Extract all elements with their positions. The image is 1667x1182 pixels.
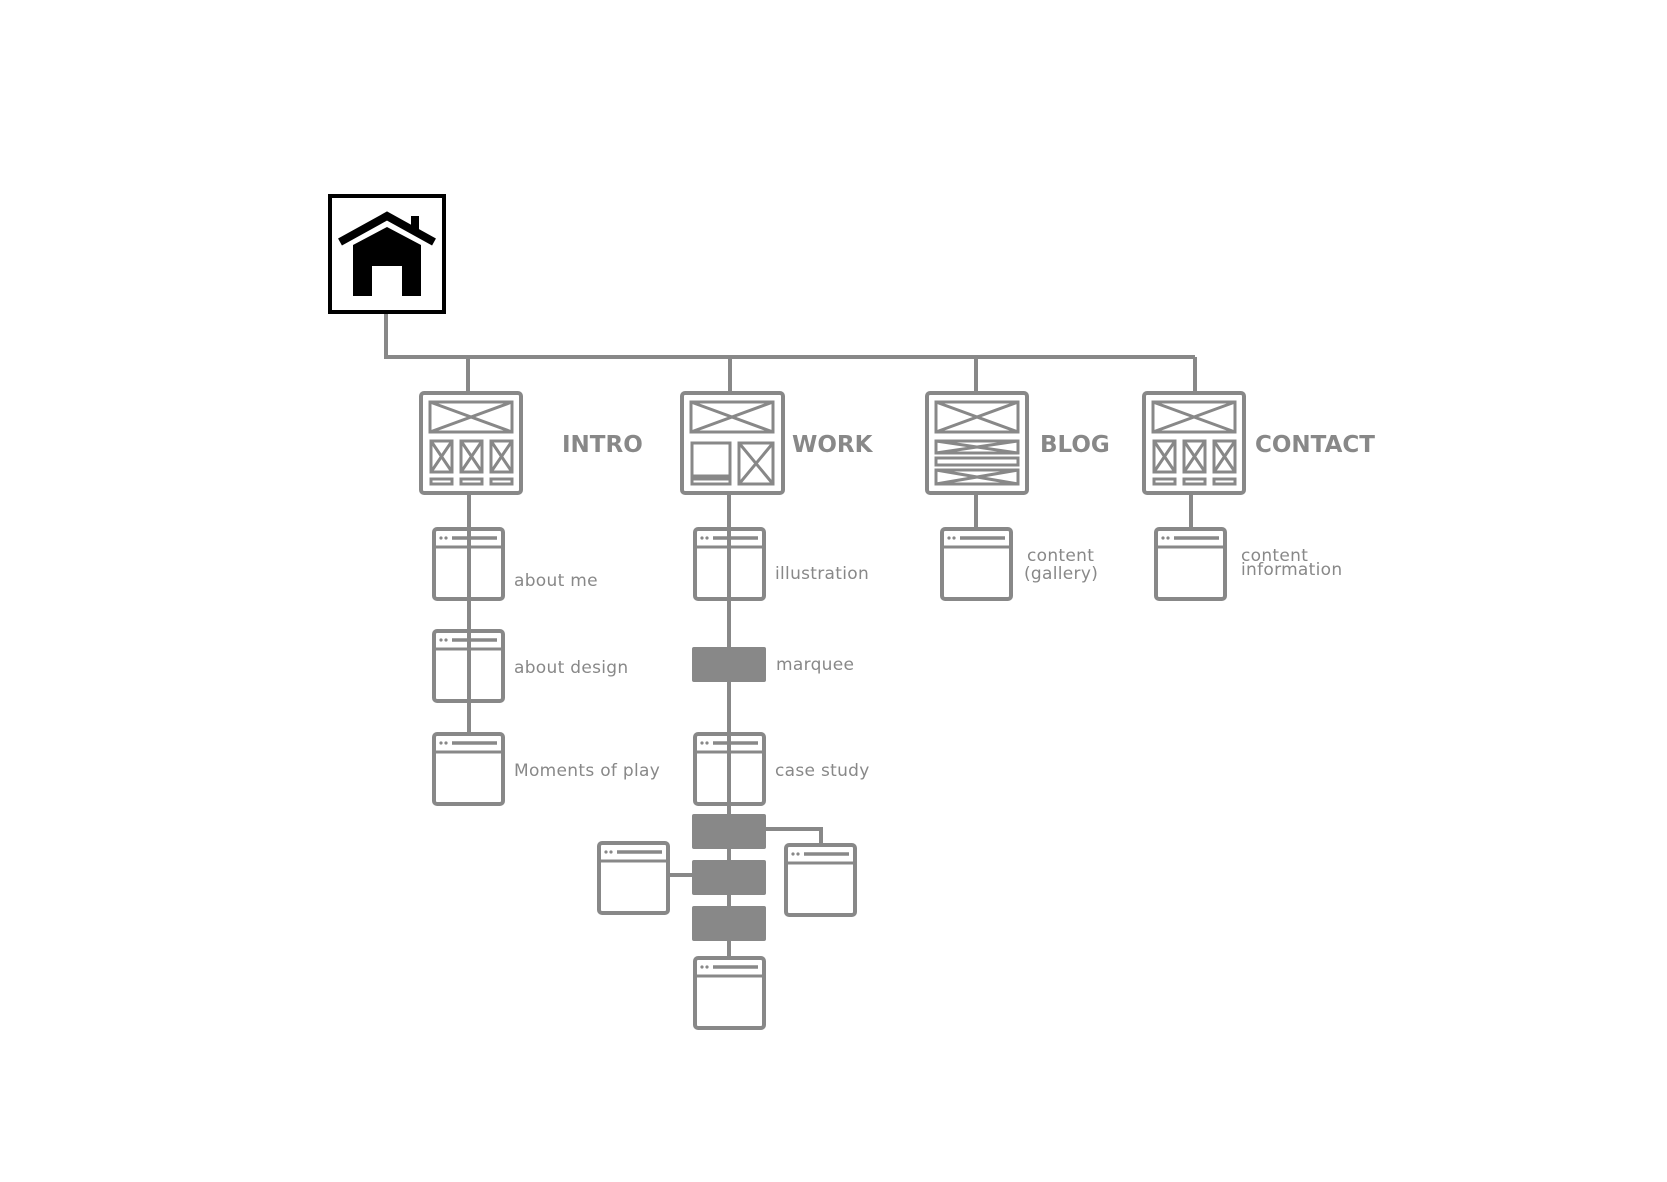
page-about-me[interactable]: about me (432, 527, 598, 601)
browser-window-icon (784, 843, 857, 917)
home-icon (338, 211, 436, 296)
page-about-design[interactable]: about design (432, 629, 628, 703)
page-label-line-2: information (1241, 560, 1342, 580)
page-label: marquee (776, 655, 854, 675)
connector-right-branch (765, 827, 823, 843)
section-title-blog: BLOG (1040, 432, 1110, 458)
work-wireframe-icon (680, 391, 785, 495)
page-unlabeled-bottom[interactable] (693, 956, 766, 1030)
page-label-line-1: content (1027, 546, 1094, 566)
page-content-gallery[interactable]: content (gallery) (940, 527, 1098, 601)
section-intro[interactable]: INTRO about me about design (419, 391, 660, 806)
home-node[interactable] (328, 194, 446, 314)
section-contact[interactable]: CONTACT content information (1142, 391, 1375, 601)
browser-window-icon (1154, 527, 1227, 601)
page-label-line-2: (gallery) (1024, 564, 1098, 584)
section-work[interactable]: WORK illustration marquee case study (597, 391, 874, 1030)
page-unlabeled-right[interactable] (784, 843, 857, 917)
connectors (384, 312, 1197, 958)
page-illustration[interactable]: illustration (693, 527, 869, 601)
browser-window-icon (597, 841, 670, 915)
page-label: about design (514, 658, 628, 678)
page-label: case study (775, 761, 870, 781)
blog-wireframe-icon (925, 391, 1029, 495)
browser-window-icon (940, 527, 1013, 601)
content-block[interactable] (692, 860, 766, 895)
page-label-line-1: content (1241, 546, 1308, 566)
content-block[interactable] (692, 814, 766, 849)
browser-window-icon (432, 629, 505, 703)
browser-window-icon (432, 732, 505, 806)
browser-window-icon (693, 527, 766, 601)
content-block[interactable] (692, 906, 766, 941)
page-label: Moments of play (514, 761, 660, 781)
page-marquee[interactable]: marquee (692, 647, 854, 682)
browser-window-icon (432, 527, 505, 601)
page-unlabeled-left[interactable] (597, 841, 670, 915)
section-blog[interactable]: BLOG content (gallery) (925, 391, 1110, 601)
marquee-block (692, 647, 766, 682)
contact-wireframe-icon (1142, 391, 1246, 495)
browser-window-icon (693, 956, 766, 1030)
browser-window-icon (693, 732, 766, 806)
page-case-study[interactable]: case study (693, 732, 870, 806)
section-title-intro: INTRO (562, 432, 643, 458)
connector-home-trunk (384, 312, 1195, 359)
section-title-work: WORK (792, 432, 874, 458)
section-title-contact: CONTACT (1255, 432, 1375, 458)
page-moments-of-play[interactable]: Moments of play (432, 732, 660, 806)
page-content-information[interactable]: content information (1154, 527, 1342, 601)
intro-wireframe-icon (419, 391, 523, 495)
page-label: illustration (775, 564, 869, 584)
page-label: about me (514, 571, 598, 591)
